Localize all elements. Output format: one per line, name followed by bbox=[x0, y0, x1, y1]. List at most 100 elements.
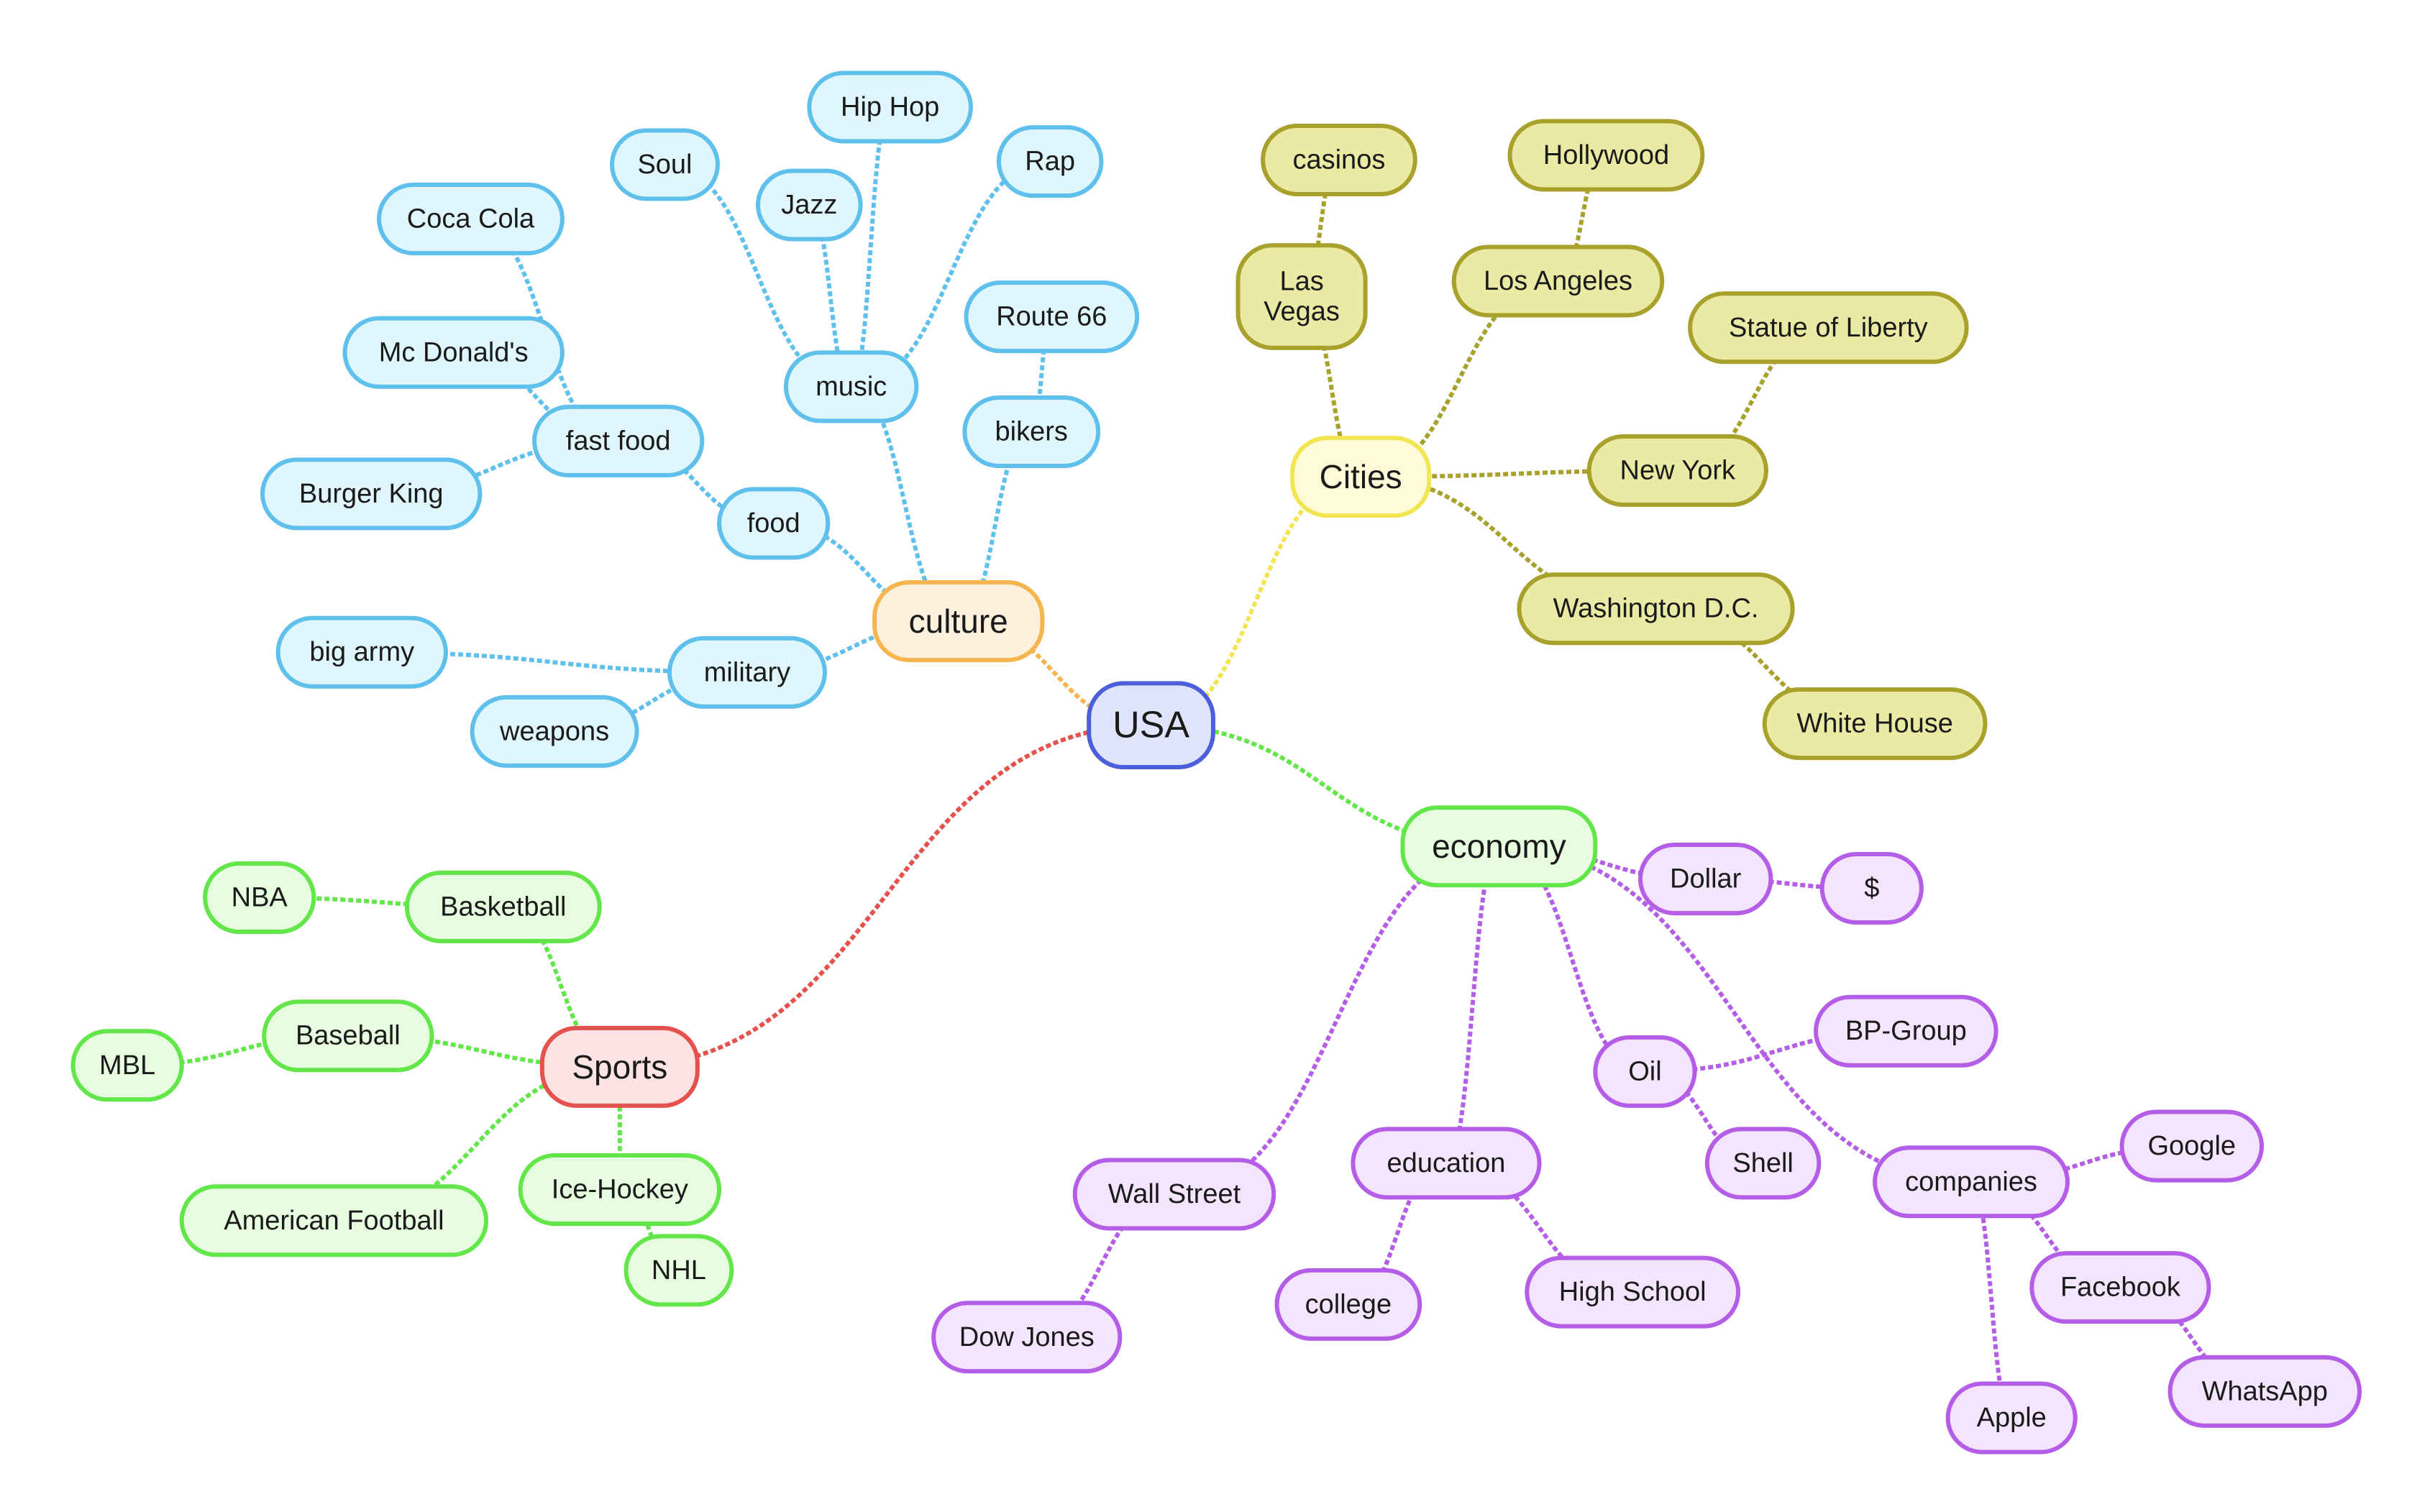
node-label: Washington D.C. bbox=[1553, 594, 1759, 624]
node-shell[interactable]: Shell bbox=[1704, 1127, 1822, 1200]
node-route-66[interactable]: Route 66 bbox=[964, 280, 1140, 354]
node-box bbox=[1873, 1145, 2070, 1219]
node-high-school[interactable]: High School bbox=[1525, 1255, 1741, 1329]
node-nhl[interactable]: NHL bbox=[623, 1234, 734, 1307]
node-college[interactable]: college bbox=[1274, 1268, 1422, 1341]
node-box bbox=[539, 1025, 700, 1108]
edge-american-football bbox=[334, 1064, 620, 1223]
node-label: NHL bbox=[652, 1255, 706, 1286]
node-companies[interactable]: companies bbox=[1873, 1145, 2070, 1219]
node-mbl[interactable]: MBL bbox=[70, 1029, 184, 1102]
node-label: education bbox=[1387, 1148, 1506, 1178]
node-label: Hollywood bbox=[1543, 140, 1669, 170]
node-facebook[interactable]: Facebook bbox=[2029, 1251, 2211, 1324]
node-box bbox=[2029, 1251, 2211, 1324]
node-burger-king[interactable]: Burger King bbox=[260, 457, 483, 531]
node-bp-group[interactable]: BP-Group bbox=[1814, 994, 1998, 1068]
node-box bbox=[1688, 291, 1969, 365]
node-box bbox=[203, 861, 316, 934]
node-box bbox=[275, 615, 448, 689]
node-ice-hockey[interactable]: Ice-Hockey bbox=[518, 1153, 722, 1227]
node-fast-food[interactable]: fast food bbox=[532, 404, 705, 477]
node-label: food bbox=[747, 508, 800, 539]
node-box bbox=[1819, 852, 1924, 925]
node-soul[interactable]: Soul bbox=[610, 128, 720, 201]
node-label: Dow Jones bbox=[959, 1322, 1095, 1352]
node-label: MBL bbox=[99, 1050, 155, 1081]
node-label: WhatsApp bbox=[2202, 1376, 2328, 1406]
node-box bbox=[610, 128, 720, 201]
node-los-angeles[interactable]: Los Angeles bbox=[1451, 244, 1665, 318]
node-box bbox=[1290, 436, 1432, 518]
node-whatsapp[interactable]: WhatsApp bbox=[2167, 1355, 2362, 1428]
node-bikers[interactable]: bikers bbox=[962, 395, 1101, 469]
node-label: Rap bbox=[1025, 147, 1075, 177]
node-economy[interactable]: economy bbox=[1400, 805, 1598, 888]
node-box bbox=[931, 1301, 1123, 1374]
node-box bbox=[1507, 119, 1705, 192]
node-education[interactable]: education bbox=[1351, 1127, 1542, 1200]
node-box bbox=[1762, 687, 1988, 761]
node-label: culture bbox=[909, 602, 1008, 640]
node-box bbox=[1593, 1035, 1697, 1108]
node-box bbox=[1072, 1158, 1276, 1231]
node-dollar[interactable]: Dollar bbox=[1637, 843, 1773, 916]
node-nba[interactable]: NBA bbox=[203, 861, 316, 934]
node-box bbox=[532, 404, 705, 477]
node-big-army[interactable]: big army bbox=[275, 615, 448, 689]
node-casinos[interactable]: casinos bbox=[1261, 123, 1417, 197]
node-label: Hip Hop bbox=[841, 92, 939, 122]
node-label: Basketball bbox=[440, 892, 566, 922]
node-box bbox=[1525, 1255, 1741, 1329]
node-label: New York bbox=[1620, 455, 1737, 485]
node-label: High School bbox=[1559, 1277, 1707, 1307]
node-oil[interactable]: Oil bbox=[1593, 1035, 1697, 1108]
node-label: big army bbox=[309, 637, 414, 667]
node-dow-jones[interactable]: Dow Jones bbox=[931, 1301, 1123, 1374]
node-food[interactable]: food bbox=[717, 487, 831, 560]
node-sports[interactable]: Sports bbox=[539, 1025, 700, 1108]
node-label: Mc Donald's bbox=[379, 337, 529, 367]
node-box bbox=[404, 870, 602, 943]
node-label: Ice-Hockey bbox=[552, 1175, 688, 1205]
node-american-football[interactable]: American Football bbox=[179, 1184, 489, 1257]
node-box bbox=[623, 1234, 734, 1307]
node-coca-cola[interactable]: Coca Cola bbox=[377, 183, 565, 256]
node-usa[interactable]: USA bbox=[1087, 681, 1215, 770]
node-cities[interactable]: Cities bbox=[1290, 436, 1432, 518]
edge-mc-donald-s bbox=[453, 350, 618, 444]
node-washington-d-c[interactable]: Washington D.C. bbox=[1517, 572, 1795, 646]
node-box bbox=[1274, 1268, 1422, 1341]
node-apple[interactable]: Apple bbox=[1945, 1381, 2078, 1454]
node-label: military bbox=[704, 657, 790, 687]
node-label: NBA bbox=[232, 882, 288, 912]
node-box bbox=[667, 636, 827, 709]
node-label: casinos bbox=[1292, 145, 1385, 175]
node-mc-donald-s[interactable]: Mc Donald's bbox=[342, 316, 565, 389]
node-hollywood[interactable]: Hollywood bbox=[1507, 119, 1705, 192]
node-basketball[interactable]: Basketball bbox=[404, 870, 602, 943]
node-box bbox=[70, 1029, 184, 1102]
node-military[interactable]: military bbox=[667, 636, 827, 709]
node-label: bikers bbox=[995, 416, 1068, 446]
node-new-york[interactable]: New York bbox=[1586, 434, 1768, 508]
node-box bbox=[756, 168, 863, 242]
node-white-house[interactable]: White House bbox=[1762, 687, 1988, 761]
node-google[interactable]: Google bbox=[2119, 1109, 2264, 1183]
node-hip-hop[interactable]: Hip Hop bbox=[807, 70, 973, 144]
node-music[interactable]: music bbox=[783, 350, 919, 423]
node-culture[interactable]: culture bbox=[872, 580, 1045, 662]
node-box bbox=[964, 280, 1140, 354]
node-baseball[interactable]: Baseball bbox=[262, 999, 434, 1073]
node-rap[interactable]: Rap bbox=[996, 125, 1104, 198]
node-box bbox=[1945, 1381, 2078, 1454]
node-weapons[interactable]: weapons bbox=[470, 695, 639, 768]
node-wall-street[interactable]: Wall Street bbox=[1072, 1158, 1276, 1231]
node-label: Oil bbox=[1628, 1056, 1661, 1086]
node-box bbox=[1261, 123, 1417, 197]
node-dollar-sign[interactable]: $ bbox=[1819, 852, 1924, 925]
node-jazz[interactable]: Jazz bbox=[756, 168, 863, 242]
node-statue-of-liberty[interactable]: Statue of Liberty bbox=[1688, 291, 1969, 365]
